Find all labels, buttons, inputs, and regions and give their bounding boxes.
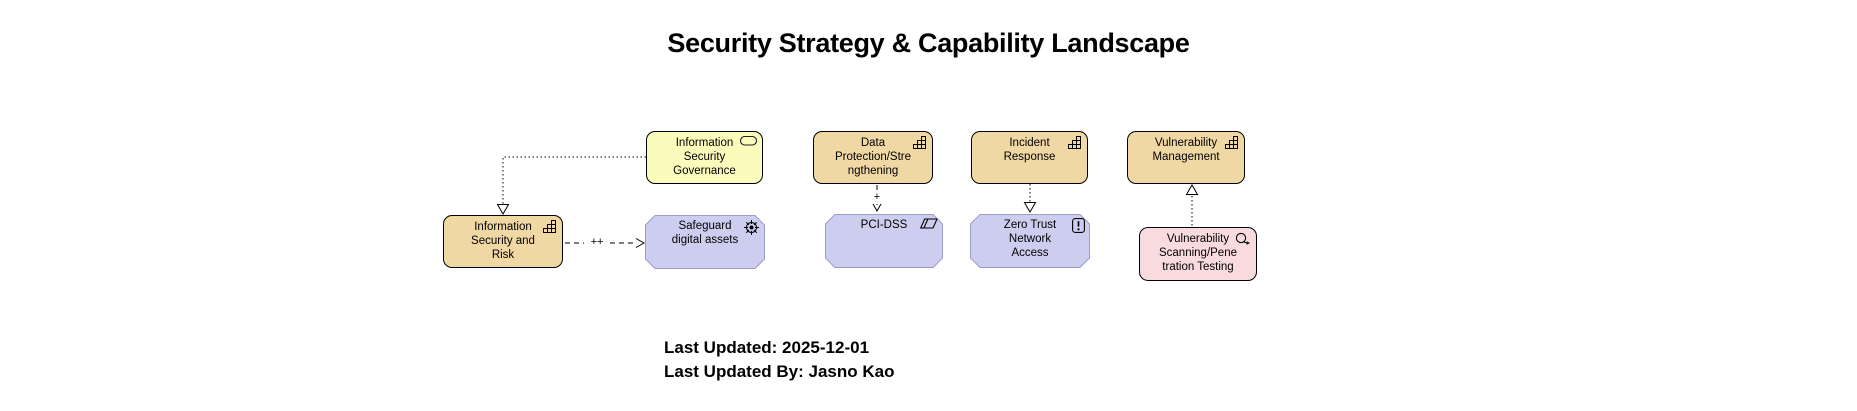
capability-stairs-icon bbox=[1067, 136, 1082, 150]
course-of-action-loop-icon bbox=[1234, 232, 1251, 246]
node-label: Vulnerability Scanning/Pene tration Test… bbox=[1158, 233, 1237, 273]
connector-realization-vuln-scanning-to-vuln-management[interactable] bbox=[1185, 184, 1199, 227]
last-updated-text: Last Updated: 2025-12-01 bbox=[664, 338, 870, 357]
node-vulnerability-management[interactable]: Vulnerability Management bbox=[1127, 131, 1245, 184]
principle-shape bbox=[970, 214, 1090, 268]
principle-exclamation-icon bbox=[1072, 218, 1085, 233]
node-vulnerability-scanning-penetration-testing[interactable]: Vulnerability Scanning/Pene tration Test… bbox=[1139, 227, 1257, 281]
node-incident-response[interactable]: Incident Response bbox=[971, 131, 1088, 184]
requirement-parallelogram-icon bbox=[919, 218, 938, 229]
outcome-shape bbox=[645, 215, 765, 269]
influence-label-plus: + bbox=[869, 191, 885, 204]
node-information-security-and-risk[interactable]: Information Security and Risk bbox=[443, 215, 563, 268]
node-pci-dss[interactable]: PCI-DSS bbox=[825, 214, 943, 268]
capability-stairs-icon bbox=[542, 220, 557, 234]
node-zero-trust-network-access[interactable]: Zero Trust Network Access bbox=[970, 214, 1090, 268]
node-label: PCI-DSS bbox=[860, 219, 908, 231]
last-updated-by-text: Last Updated By: Jasno Kao bbox=[664, 362, 895, 381]
requirement-shape bbox=[825, 214, 943, 268]
outcome-target-icon bbox=[743, 219, 760, 236]
footer-notes: Last Updated: 2025-12-01 Last Updated By… bbox=[664, 336, 895, 384]
node-label: Data Protection/Stre ngthening bbox=[834, 137, 912, 177]
node-data-protection-strengthening[interactable]: Data Protection/Stre ngthening bbox=[813, 131, 933, 184]
page-title: Security Strategy & Capability Landscape bbox=[667, 28, 1190, 58]
node-label: Information Security and Risk bbox=[471, 221, 535, 261]
service-pill-icon bbox=[739, 135, 758, 146]
node-information-security-governance[interactable]: Information Security Governance bbox=[646, 131, 763, 184]
capability-stairs-icon bbox=[1224, 136, 1239, 150]
connector-realization-incident-response-to-zero-trust[interactable] bbox=[1023, 184, 1037, 213]
node-label: Zero Trust Network Access bbox=[1003, 219, 1057, 259]
node-safeguard-digital-assets[interactable]: Safeguard digital assets bbox=[645, 215, 765, 269]
node-label: Incident Response bbox=[1003, 137, 1056, 163]
connector-realization-governance-to-infosec-risk[interactable] bbox=[496, 156, 647, 215]
node-label: Information Security Governance bbox=[673, 137, 736, 177]
node-label: Safeguard digital assets bbox=[671, 220, 739, 246]
capability-stairs-icon bbox=[912, 136, 927, 150]
node-label: Vulnerability Management bbox=[1152, 137, 1220, 163]
influence-label-plus-plus: ++ bbox=[584, 236, 610, 249]
